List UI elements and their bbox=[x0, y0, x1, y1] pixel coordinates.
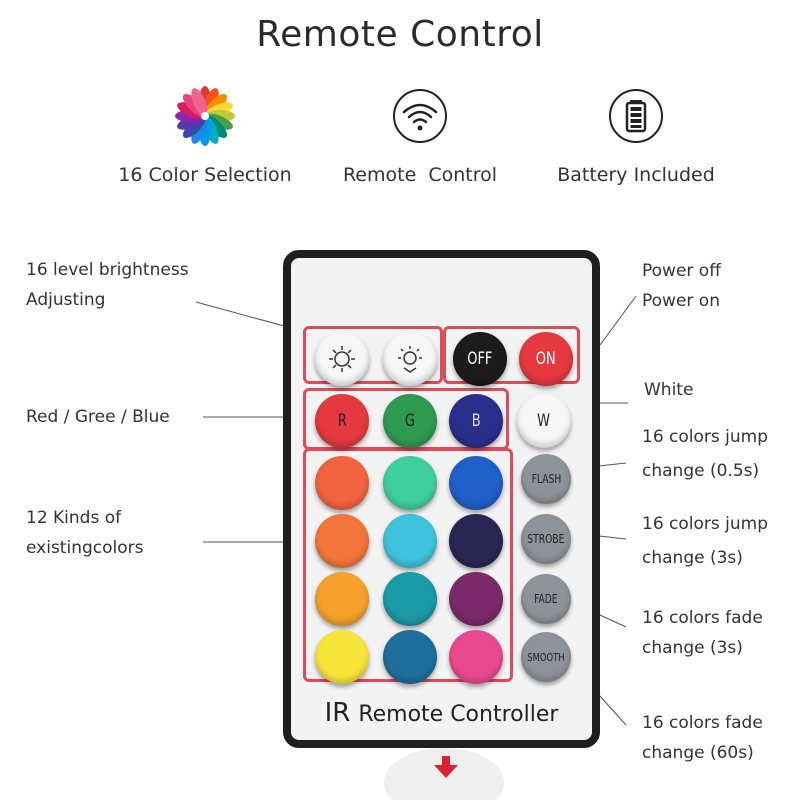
brightness-group-frame bbox=[303, 326, 443, 384]
color-button[interactable] bbox=[449, 514, 503, 568]
callout-line-2: change (3s) bbox=[642, 638, 743, 658]
callout-line-2: change (0.5s) bbox=[642, 461, 760, 481]
callout-line-1: 16 level brightness bbox=[26, 260, 189, 280]
callout-line-1: 16 colors jump bbox=[642, 514, 769, 534]
on-button-label: ON bbox=[536, 349, 556, 369]
smooth-button-label: SMOOTH bbox=[527, 650, 565, 664]
on-button[interactable]: ON bbox=[519, 332, 573, 386]
strobe-button[interactable]: STROBE bbox=[521, 514, 571, 564]
callout-line-2: Adjusting bbox=[26, 290, 106, 310]
feature-label: Battery Included bbox=[557, 164, 715, 186]
wifi-signal-icon bbox=[393, 89, 447, 143]
callout-rgb: Red / Gree / Blue bbox=[26, 407, 170, 427]
remote-controller: OFF ON R G B W FLASH STROBE FADE SMOOTH … bbox=[283, 250, 600, 748]
color-button[interactable] bbox=[383, 572, 437, 626]
color-button[interactable] bbox=[315, 572, 369, 626]
off-button-label: OFF bbox=[467, 349, 493, 369]
blue-button-label: B bbox=[471, 411, 481, 431]
brightness-up-icon bbox=[398, 346, 422, 373]
callout-line-1: Power off bbox=[642, 261, 721, 281]
brightness-down-button[interactable] bbox=[315, 332, 369, 386]
off-button[interactable]: OFF bbox=[453, 332, 507, 386]
color-button[interactable] bbox=[449, 630, 503, 684]
color-button[interactable] bbox=[383, 456, 437, 510]
callout-12-colors: 12 Kinds of existingcolors bbox=[26, 503, 143, 563]
callout-line-2: change (60s) bbox=[642, 743, 754, 763]
battery-icon bbox=[609, 89, 663, 143]
brightness-up-button[interactable] bbox=[383, 332, 437, 386]
white-button[interactable]: W bbox=[517, 394, 571, 448]
arrow-down-icon bbox=[434, 756, 458, 778]
callout-line-2: change (3s) bbox=[642, 548, 743, 568]
color-button[interactable] bbox=[315, 630, 369, 684]
brightness-down-icon bbox=[329, 346, 355, 372]
color-wheel-icon bbox=[175, 86, 235, 146]
blue-button[interactable]: B bbox=[449, 394, 503, 448]
callout-line-1: 16 colors fade bbox=[642, 713, 763, 733]
callout-line-2: Power on bbox=[642, 291, 720, 311]
feature-label: Remote Control bbox=[342, 164, 498, 186]
flash-button-label: FLASH bbox=[531, 472, 561, 486]
callout-white: White bbox=[644, 380, 694, 400]
color-button[interactable] bbox=[449, 456, 503, 510]
color-button[interactable] bbox=[383, 514, 437, 568]
callout-strobe: 16 colors jump change (3s) bbox=[642, 509, 768, 573]
power-group-frame bbox=[443, 326, 580, 384]
flash-button[interactable]: FLASH bbox=[521, 454, 571, 504]
color-button[interactable] bbox=[315, 514, 369, 568]
feature-color-selection: 16 Color Selection bbox=[112, 84, 298, 186]
color-button[interactable] bbox=[449, 572, 503, 626]
feature-label: 16 Color Selection bbox=[118, 164, 292, 186]
remote-name-label: Remote Controller bbox=[358, 702, 559, 727]
feature-remote-control: Remote Control bbox=[330, 84, 510, 186]
page-title: Remote Control bbox=[256, 14, 544, 55]
callout-flash: 16 colors jump change (0.5s) bbox=[642, 422, 768, 486]
callout-smooth: 16 colors fade change (60s) bbox=[642, 708, 763, 768]
smooth-button[interactable]: SMOOTH bbox=[521, 632, 571, 682]
callout-fade: 16 colors fade change (3s) bbox=[642, 603, 763, 663]
fade-button[interactable]: FADE bbox=[521, 574, 571, 624]
green-button-label: G bbox=[404, 411, 416, 431]
red-button-label: R bbox=[337, 411, 347, 431]
green-button[interactable]: G bbox=[383, 394, 437, 448]
callout-line-1: 12 Kinds of bbox=[26, 508, 122, 528]
remote-ir-label: IR bbox=[324, 698, 351, 728]
callout-line-1: 16 colors jump bbox=[642, 427, 769, 447]
callout-brightness: 16 level brightness Adjusting bbox=[26, 255, 189, 315]
red-button[interactable]: R bbox=[315, 394, 369, 448]
callout-power: Power off Power on bbox=[642, 256, 721, 316]
color-button[interactable] bbox=[383, 630, 437, 684]
remote-label: IR Remote Controller bbox=[291, 698, 592, 728]
feature-battery-included: Battery Included bbox=[548, 84, 724, 186]
color-button[interactable] bbox=[315, 456, 369, 510]
callout-line-2: existingcolors bbox=[26, 538, 144, 558]
white-button-label: W bbox=[537, 411, 551, 431]
strobe-button-label: STROBE bbox=[527, 532, 565, 546]
fade-button-label: FADE bbox=[534, 592, 558, 606]
callout-line-1: 16 colors fade bbox=[642, 608, 763, 628]
